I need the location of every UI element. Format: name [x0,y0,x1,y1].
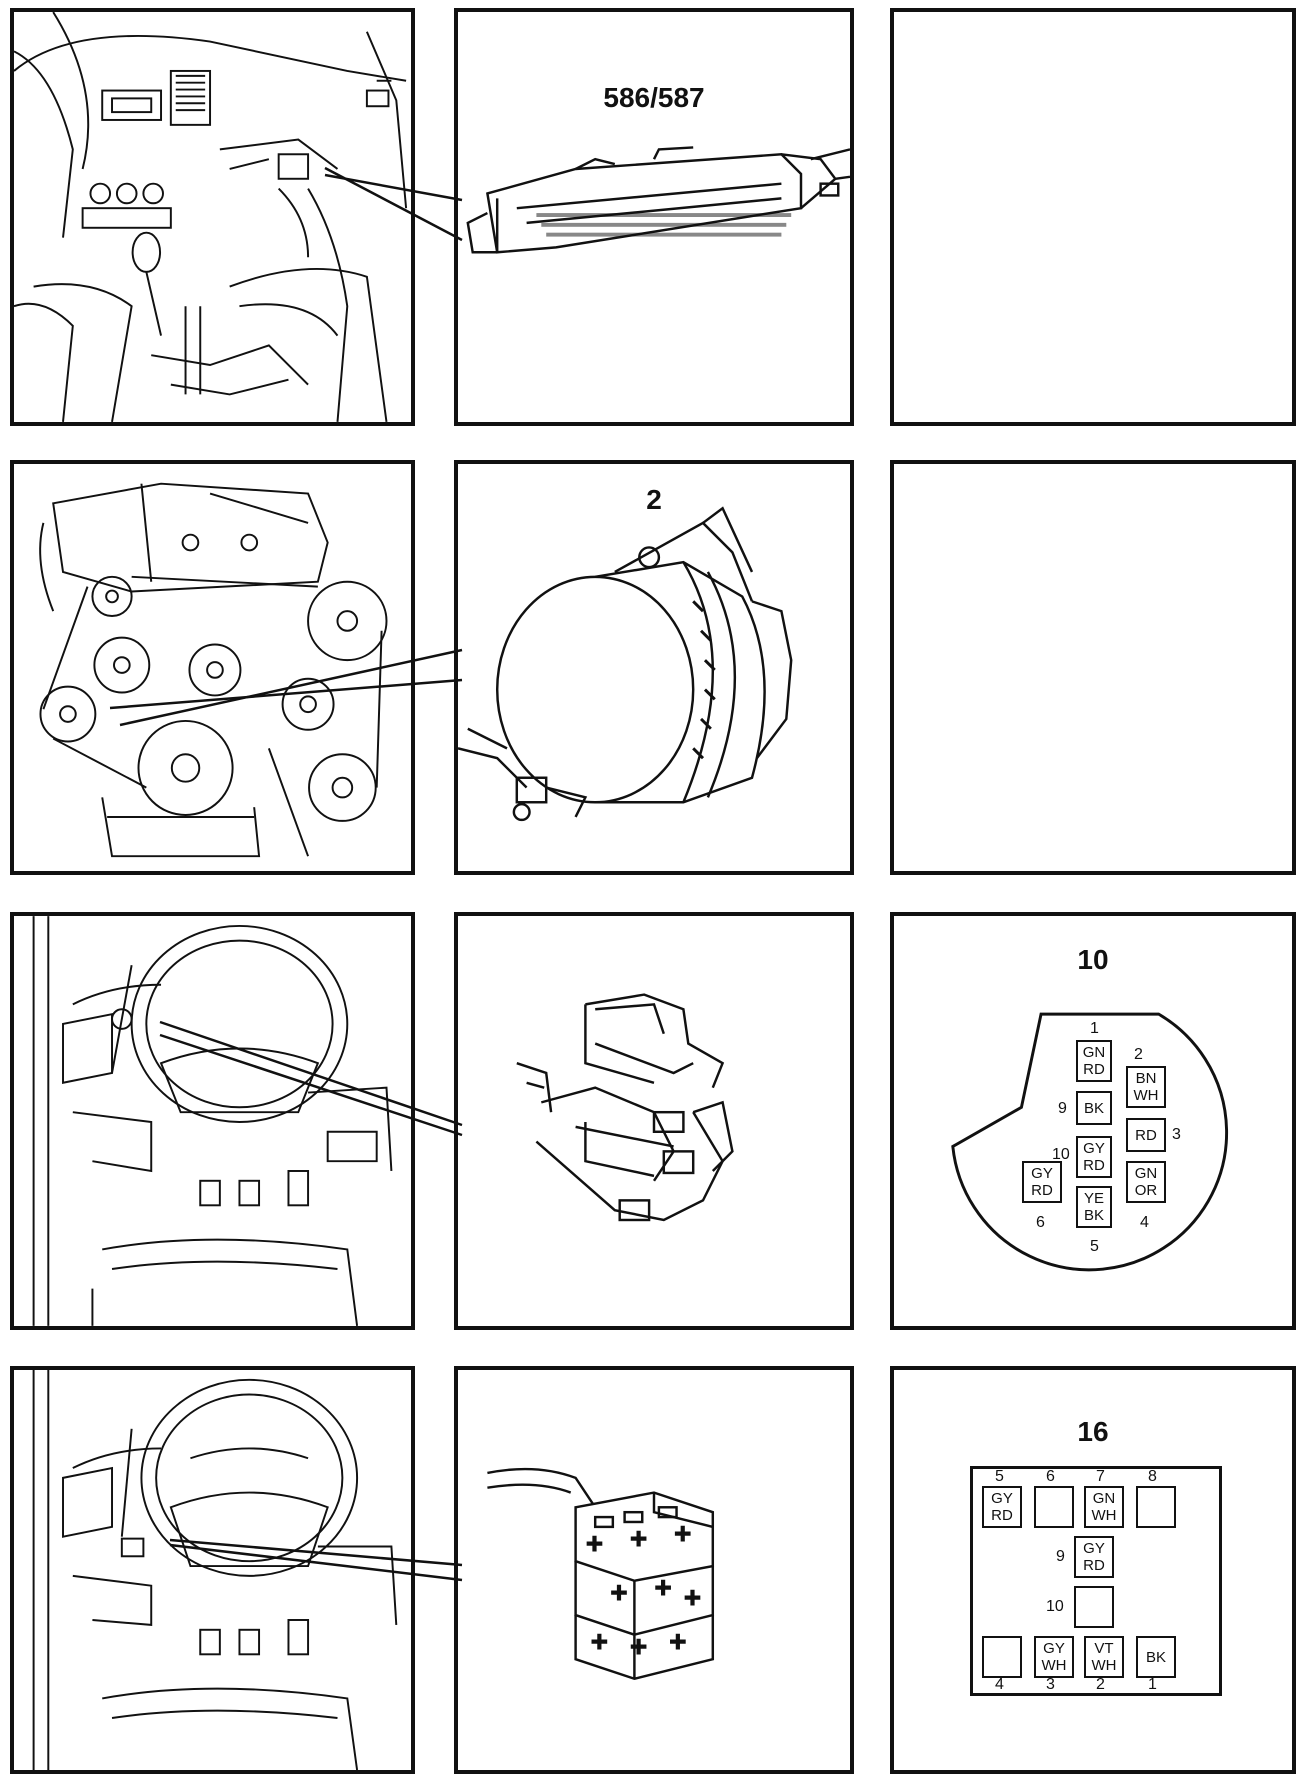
pinout-title: 10 [1077,944,1109,975]
photo-engine-belt [10,460,415,875]
pin-10-wire [1074,1586,1114,1628]
detail-label: 586/587 [603,82,705,113]
connector-10-outline [951,1012,1229,1272]
empty-panel-row2 [890,460,1296,875]
pin-number: 1 [1090,1020,1099,1037]
square-connector-illustration: ✚✚✚ ✚✚✚ ✚✚✚ [487,1467,715,1681]
svg-text:✚: ✚ [669,1630,687,1655]
detail-alternator: 2 [454,460,854,875]
pin-9-wire: BK [1076,1091,1112,1125]
pin-number: 6 [1036,1214,1045,1231]
pin-number: 9 [1056,1548,1065,1565]
svg-text:✚: ✚ [654,1576,672,1601]
detail-square-connector: ✚✚✚ ✚✚✚ ✚✚✚ [454,1366,854,1774]
pin-number: 10 [1046,1598,1064,1615]
pin-number: 1 [1148,1676,1157,1693]
pin-number: 5 [1090,1238,1099,1255]
pin-number: 3 [1046,1676,1055,1693]
pin-number: 10 [1052,1146,1070,1163]
photo-steering-column-left [10,912,415,1330]
pin-number: 2 [1096,1676,1105,1693]
svg-text:✚: ✚ [630,1527,648,1552]
pin-number: 2 [1134,1046,1143,1063]
detail-round-connector [454,912,854,1330]
empty-panel-row1 [890,8,1296,426]
pin-number: 3 [1172,1126,1181,1143]
detail-label: 2 [646,484,662,515]
pin-3-wire: RD [1126,1118,1166,1152]
detail-ecu-connector: 586/587 [454,8,854,426]
pin-4-wire [982,1636,1022,1678]
pin-number: 4 [995,1676,1004,1693]
photo-steering-column-right [10,1366,415,1774]
svg-text:✚: ✚ [674,1523,692,1548]
pin-1-wire: BK [1136,1636,1176,1678]
pin-number: 6 [1046,1468,1055,1485]
svg-text:✚: ✚ [630,1635,648,1660]
engine-illustration [39,482,388,858]
steering-wheel-illustration [32,1370,398,1770]
photo-dashboard-ecu [10,8,415,426]
dashboard-illustration [14,12,408,422]
svg-text:✚: ✚ [585,1532,603,1557]
pinout-title: 16 [1077,1416,1109,1447]
ecu-connector-illustration [466,146,850,254]
alternator-illustration [458,506,793,822]
steering-wheel-illustration [32,916,393,1326]
pin-6-wire [1034,1486,1074,1528]
svg-text:✚: ✚ [610,1581,628,1606]
pin-number: 7 [1096,1468,1105,1485]
svg-text:✚: ✚ [683,1586,701,1611]
pin-number: 8 [1148,1468,1157,1485]
pin-number: 4 [1140,1214,1149,1231]
pin-8-wire [1136,1486,1176,1528]
pin-number: 5 [995,1468,1004,1485]
round-connector-illustration [516,993,734,1222]
pin-number: 9 [1058,1100,1067,1117]
svg-text:✚: ✚ [590,1630,608,1655]
